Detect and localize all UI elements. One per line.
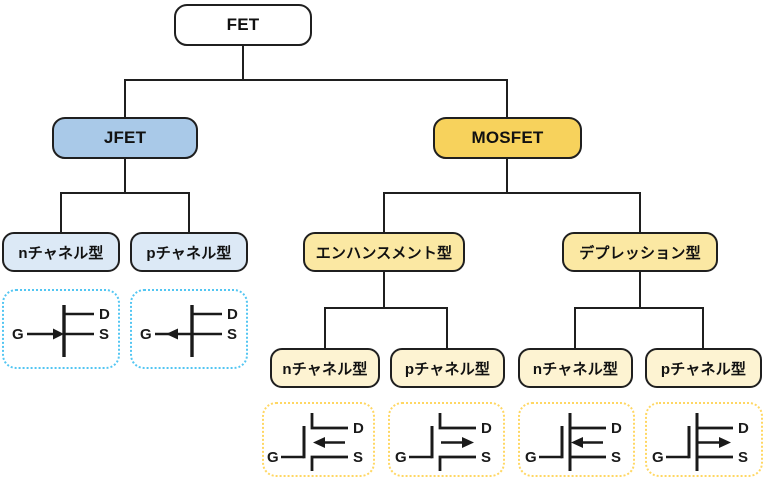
jfet-n-symbol-icon: G D S (12, 305, 110, 357)
enhancement-p-channel-symbol: G D S (388, 402, 505, 477)
drain-label: D (481, 420, 492, 437)
depletion-p-channel-symbol: G D S (645, 402, 763, 477)
source-label: S (227, 326, 237, 343)
dep-p-symbol-icon: G D S (652, 412, 749, 471)
arrow-out-of-channel-icon (461, 436, 474, 448)
node-jfet-p-channel: pチャネル型 (130, 232, 248, 272)
gate-label: G (267, 449, 279, 466)
node-enhancement: エンハンスメント型 (303, 232, 465, 272)
node-enhancement-p-channel: pチャネル型 (390, 348, 505, 388)
node-jfet-n-channel: nチャネル型 (2, 232, 120, 272)
enhancement-n-channel-symbol: G D S (262, 402, 375, 477)
arrow-into-gate-icon (53, 328, 64, 340)
source-label: S (353, 449, 363, 466)
node-depletion-p-channel: pチャネル型 (645, 348, 762, 388)
node-depletion: デプレッション型 (562, 232, 718, 272)
node-depletion-n-channel: nチャネル型 (518, 348, 633, 388)
dep-n-symbol-icon: G D S (525, 412, 622, 471)
gate-label: G (525, 449, 537, 466)
gate-label: G (12, 326, 24, 343)
gate-label: G (395, 449, 407, 466)
source-label: S (99, 326, 109, 343)
drain-label: D (611, 420, 622, 437)
source-label: S (611, 449, 621, 466)
drain-label: D (99, 306, 110, 323)
drain-label: D (227, 306, 238, 323)
jfet-n-channel-symbol: G D S (2, 289, 120, 369)
enh-n-symbol-icon: G D S (267, 412, 364, 471)
drain-label: D (353, 420, 364, 437)
jfet-p-channel-symbol: G D S (130, 289, 248, 369)
enh-p-symbol-icon: G D S (395, 412, 492, 471)
node-fet: FET (174, 4, 312, 46)
node-jfet: JFET (52, 117, 198, 159)
arrow-toward-gate-icon (166, 328, 178, 340)
jfet-p-symbol-icon: G D S (140, 305, 238, 357)
source-label: S (481, 449, 491, 466)
gate-label: G (652, 449, 664, 466)
drain-label: D (738, 420, 749, 437)
source-label: S (738, 449, 748, 466)
arrow-out-of-channel-icon (719, 436, 731, 448)
node-enhancement-n-channel: nチャネル型 (270, 348, 380, 388)
arrow-into-channel-icon (570, 436, 583, 448)
gate-label: G (140, 326, 152, 343)
depletion-n-channel-symbol: G D S (518, 402, 635, 477)
arrow-into-channel-icon (312, 436, 325, 448)
node-mosfet: MOSFET (433, 117, 582, 159)
